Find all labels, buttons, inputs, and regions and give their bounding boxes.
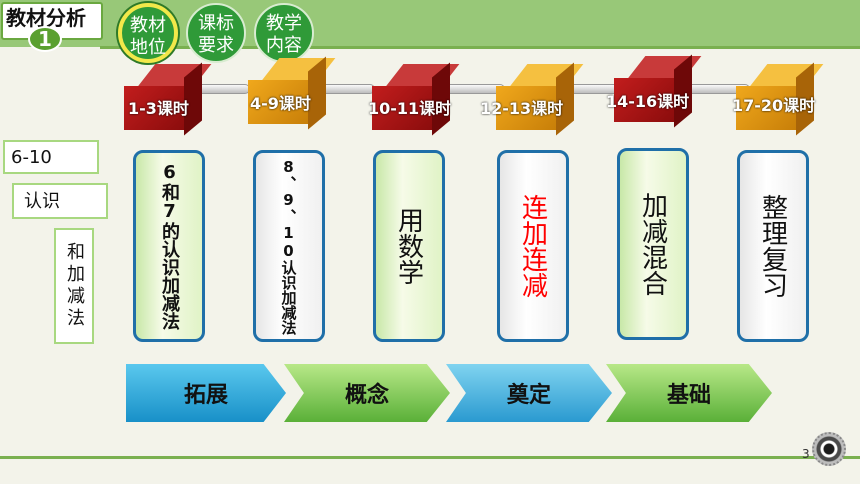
lesson-card-4[interactable]: 连加连减 <box>497 150 569 342</box>
tab-label-line1: 教材 <box>130 15 166 36</box>
timeline-cube-4 <box>496 62 584 136</box>
timeline-cube-3 <box>372 62 460 136</box>
lesson-card-2[interactable]: 8、9、10认识加减法 <box>253 150 325 342</box>
stage-arrow-foundation: 基础 <box>606 364 772 422</box>
lesson-card-text: 加减混合 <box>637 192 668 296</box>
lesson-card-text: 用数学 <box>393 207 424 285</box>
tab-curriculum-requirements[interactable]: 课标 要求 <box>186 3 246 63</box>
note-add-subtract: 和加减法 <box>54 228 94 344</box>
tab-label-line1: 课标 <box>198 13 234 34</box>
hours-label: 10-11课时 <box>368 99 452 118</box>
timeline-cube-1 <box>124 62 212 136</box>
timeline-cube-6 <box>736 62 824 136</box>
hours-label: 4-9课时 <box>250 94 311 113</box>
hours-label: 12-13课时 <box>480 99 564 118</box>
lesson-card-text: 6和7的认识加减法 <box>159 162 180 330</box>
header-divider <box>100 46 860 49</box>
lesson-card-6[interactable]: 整理复习 <box>737 150 809 342</box>
hours-label: 17-20课时 <box>732 96 816 115</box>
tab-teaching-content[interactable]: 教学 内容 <box>254 3 314 63</box>
lesson-card-text: 8、9、10认识加减法 <box>279 157 298 335</box>
note-recognize: 认识 <box>12 183 108 219</box>
tab-label-line2: 内容 <box>266 35 302 56</box>
tab-label-line2: 地位 <box>130 37 166 58</box>
lesson-card-text: 整理复习 <box>757 194 788 298</box>
stage-arrow-establish: 奠定 <box>446 364 612 422</box>
stage-arrow-expand: 拓展 <box>126 364 286 422</box>
lesson-card-5[interactable]: 加减混合 <box>617 148 689 340</box>
tab-label-line2: 要求 <box>198 35 234 56</box>
timeline-cube-2 <box>248 56 336 130</box>
gear-icon[interactable] <box>812 432 846 466</box>
tab-textbook-position[interactable]: 教材 地位 <box>118 3 178 63</box>
hours-label: 1-3课时 <box>128 99 189 118</box>
tab-label-line1: 教学 <box>266 13 302 34</box>
section-number-badge: 1 <box>28 26 62 52</box>
timeline-cube-5 <box>614 54 702 128</box>
note-number-range: 6-10 <box>3 140 99 174</box>
hours-label: 14-16课时 <box>606 92 690 111</box>
footer-divider <box>0 456 860 459</box>
lesson-card-1[interactable]: 6和7的认识加减法 <box>133 150 205 342</box>
page-number: 3 <box>802 447 810 461</box>
stage-arrow-concept: 概念 <box>284 364 450 422</box>
note-add-subtract-text: 和加减法 <box>64 242 85 330</box>
lesson-card-text: 连加连减 <box>517 194 548 298</box>
lesson-card-3[interactable]: 用数学 <box>373 150 445 342</box>
